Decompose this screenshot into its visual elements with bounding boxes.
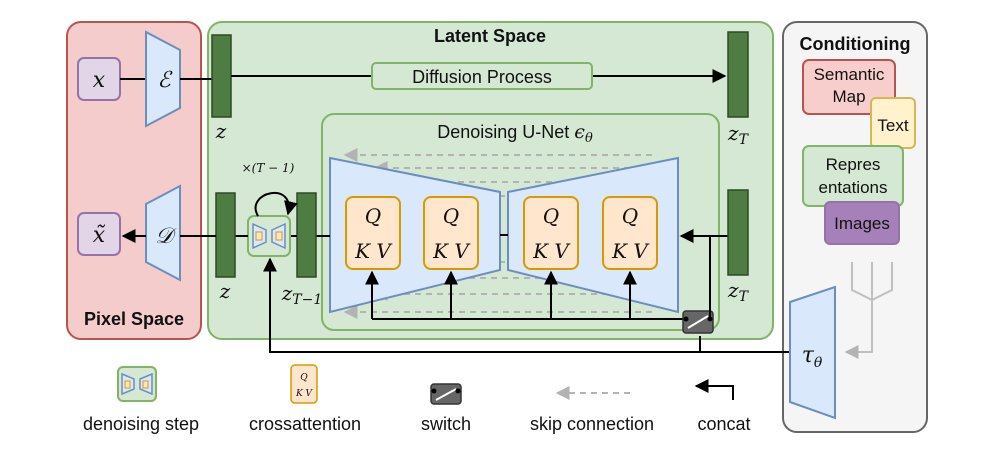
crossattention-block-4: Q K V (602, 196, 658, 270)
conditioning-merge-arrow (844, 262, 893, 359)
z-bottom-label: z (219, 279, 231, 303)
conditioning-label: Conditioning (800, 34, 911, 54)
x-symbol: x (93, 68, 106, 93)
latent-space-label: Latent Space (434, 26, 546, 46)
legend-concat-icon (694, 379, 734, 400)
svg-text:Q: Q (443, 204, 459, 228)
svg-text:Q: Q (622, 204, 638, 228)
x-tilde-symbol: x̃ (93, 223, 106, 248)
legend-crossattention-label: crossattention (249, 414, 361, 434)
tau-to-denoising-step-line (263, 257, 700, 353)
svg-text:K V: K V (432, 239, 471, 263)
diffusion-process-box (371, 62, 593, 90)
legend-denoising-step-label: denoising step (83, 414, 199, 434)
crossattention-block-1: Q K V (345, 196, 401, 270)
zT-latent-bar-bottom (727, 189, 749, 276)
pixel-space-label: Pixel Space (84, 309, 184, 329)
text-label: Text (877, 116, 908, 135)
x-tilde-output-box (77, 212, 121, 256)
svg-text:K V: K V (354, 239, 393, 263)
z-latent-bar-bottom (215, 192, 236, 278)
conditioning-feed-lines (365, 270, 686, 320)
legend-crossattention-icon: Q K V (290, 364, 318, 404)
z-top-label: z (215, 119, 227, 143)
svg-text:K V: K V (532, 239, 571, 263)
unet-title: Denoising U-Net ϵθ (437, 121, 593, 146)
legend-switch-label: switch (421, 414, 471, 434)
repeat-loop-arrow (254, 191, 298, 217)
z-latent-bar-top (211, 34, 232, 118)
tau-encoder-trapezoid (789, 285, 836, 420)
svg-text:Q: Q (365, 204, 381, 228)
representations-label-2: entations (819, 178, 888, 197)
legend-skip-connection-label: skip connection (530, 414, 654, 434)
svg-text:K V: K V (295, 389, 314, 399)
decoder-trapezoid (145, 184, 181, 282)
legend-switch-icon (430, 383, 462, 405)
svg-text:Q: Q (543, 204, 559, 228)
images-box (824, 201, 900, 245)
legend-denoising-step-icon (117, 366, 157, 402)
diffusion-process-label: Diffusion Process (412, 67, 552, 87)
encoder-symbol: ℰ (157, 68, 173, 93)
crossattention-block-3: Q K V (523, 196, 579, 270)
images-label: Images (834, 214, 890, 233)
decoder-symbol: 𝒟 (155, 224, 177, 249)
crossattention-block-2: Q K V (423, 196, 479, 270)
legend-concat-label: concat (697, 414, 750, 434)
repeat-label: ×(T − 1) (242, 161, 295, 175)
semantic-map-label-2: Map (832, 87, 865, 106)
svg-text:K V: K V (611, 239, 650, 263)
svg-text:Q: Q (300, 373, 308, 383)
switch-icon (682, 310, 714, 334)
representations-label: Repres (826, 155, 881, 174)
denoising-step-icon (247, 215, 291, 257)
semantic-map-label: Semantic (814, 65, 885, 84)
encoder-trapezoid (145, 30, 181, 128)
zT-latent-bar-top (727, 31, 749, 118)
zT-1-latent-bar (296, 192, 317, 278)
